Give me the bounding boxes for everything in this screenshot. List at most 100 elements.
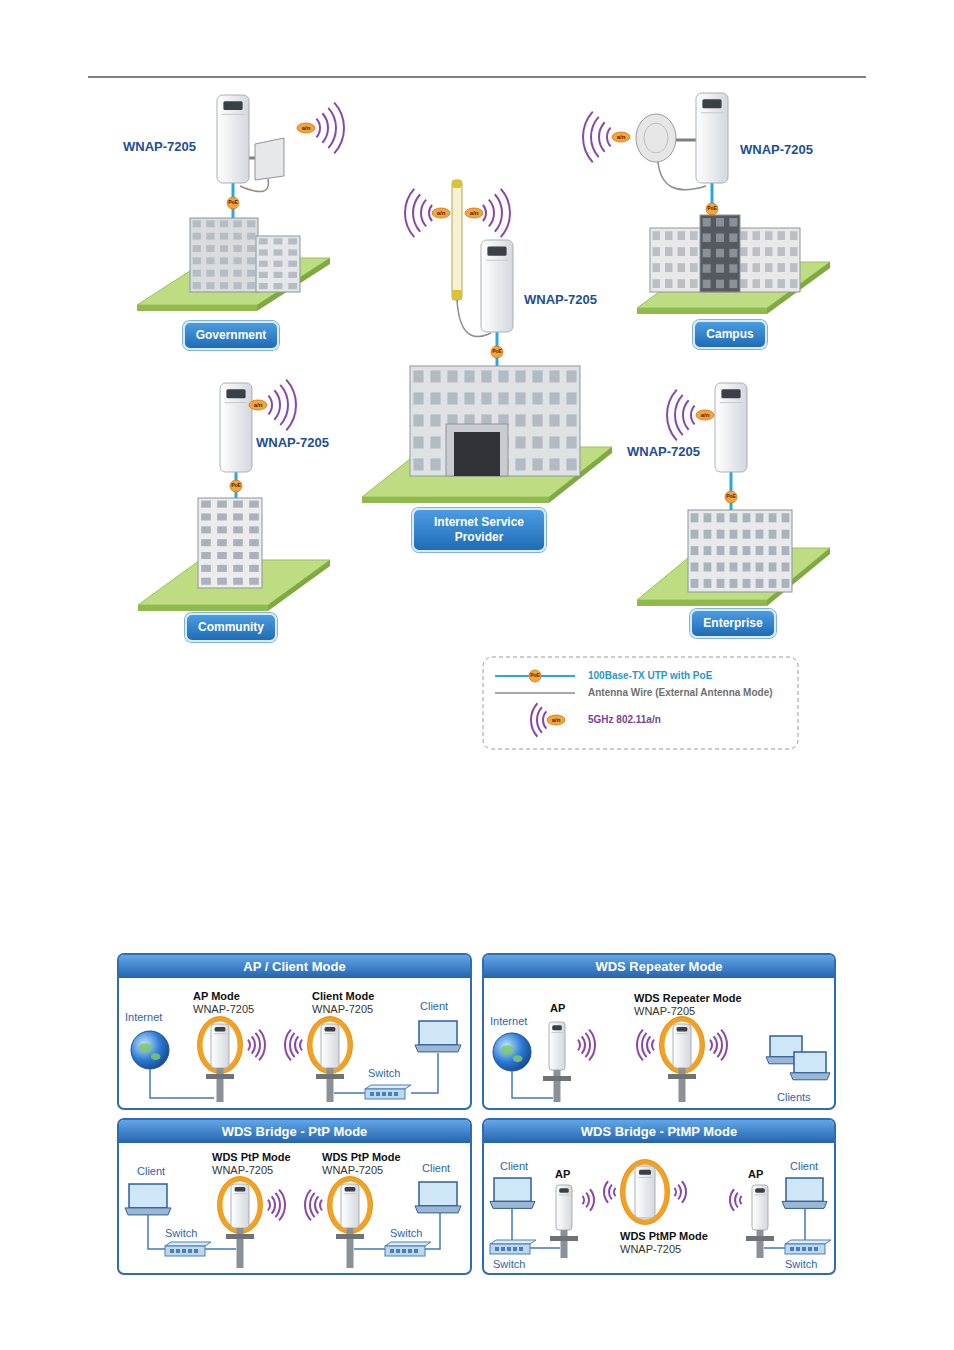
building-window: [753, 231, 761, 240]
building-window: [691, 562, 699, 571]
signal-wave: [421, 200, 426, 227]
building-window: [430, 370, 440, 382]
building-window: [233, 539, 243, 546]
building-window: [464, 370, 474, 382]
band-tag: a/n: [701, 412, 710, 419]
building-window: [193, 282, 201, 289]
laptop-base: [415, 1045, 461, 1052]
device-label: Clients: [777, 1091, 811, 1104]
building: [256, 236, 300, 292]
building-window: [193, 233, 201, 240]
building-window: [274, 272, 283, 278]
building-window: [498, 370, 508, 382]
building-window: [413, 370, 423, 382]
device-led-panel: [755, 1188, 765, 1193]
switch-front: [385, 1246, 425, 1256]
device-label: AP: [550, 1002, 565, 1015]
building-window: [765, 263, 773, 272]
switch-front: [165, 1246, 205, 1256]
building-window: [532, 436, 542, 448]
building-window: [704, 579, 712, 588]
switch-port: [182, 1249, 186, 1253]
page-rule: [88, 77, 866, 78]
building-window: [691, 513, 699, 522]
signal-wave: [272, 1196, 275, 1213]
panel-antenna: [255, 138, 284, 180]
signal-wave: [316, 119, 320, 138]
building-window: [743, 546, 751, 555]
switch-port: [402, 1249, 406, 1253]
building-window: [206, 282, 214, 289]
ground-edge: [637, 308, 767, 314]
switch-port: [802, 1247, 806, 1251]
building-window: [740, 231, 748, 240]
building-window: [430, 392, 440, 404]
building-window: [217, 578, 227, 585]
access-point-device: [715, 383, 747, 472]
building-window: [782, 579, 790, 588]
device-body: [231, 1184, 249, 1228]
device-led-panel: [559, 1188, 569, 1193]
building-window: [515, 458, 525, 470]
switch-port: [414, 1249, 418, 1253]
device-seam: [638, 1177, 652, 1178]
mount-bracket: [316, 1074, 344, 1079]
access-point-device: [220, 383, 252, 472]
switch-port: [519, 1247, 523, 1251]
building-window: [234, 270, 242, 277]
device-led-panel: [552, 1025, 562, 1030]
building-window: [288, 261, 297, 267]
building-window: [729, 233, 737, 241]
building-window: [549, 392, 559, 404]
building: [190, 218, 258, 292]
device-led-panel: [226, 389, 245, 398]
building-window: [704, 562, 712, 571]
switch-port: [388, 1092, 392, 1096]
switch-top: [165, 1242, 211, 1246]
switch-port: [390, 1249, 394, 1253]
signal-wave: [248, 1040, 250, 1051]
laptop-screen: [794, 1052, 826, 1073]
building-window: [678, 279, 686, 288]
signal-wave: [531, 703, 537, 736]
band-tag: a/n: [617, 134, 626, 141]
building-window: [717, 579, 725, 588]
building-window: [704, 513, 712, 522]
building-window: [430, 436, 440, 448]
building-window: [532, 414, 542, 426]
building-window: [716, 218, 724, 226]
device-label: Switch: [390, 1227, 422, 1240]
building-window: [769, 513, 777, 522]
model-label: WNAP-7205: [740, 143, 813, 158]
building-window: [259, 238, 268, 244]
building-window: [249, 578, 259, 585]
access-point-device: [673, 1024, 691, 1068]
device-led-panel: [325, 1027, 336, 1031]
device-label: WNAP-7205: [193, 1003, 254, 1016]
building-window: [704, 546, 712, 555]
building-window: [201, 552, 211, 559]
band-capsule: [547, 715, 565, 725]
signal-wave: [591, 117, 599, 157]
building-window: [790, 247, 798, 256]
building-window: [703, 233, 711, 241]
building-window: [234, 245, 242, 252]
building-window: [274, 261, 283, 267]
building-window: [678, 263, 686, 272]
band-tag: a/n: [470, 210, 479, 217]
building-window: [206, 220, 214, 227]
building-window: [430, 458, 440, 470]
device-label: Internet: [490, 1015, 527, 1028]
signal-wave: [320, 1200, 322, 1211]
building: [198, 498, 262, 588]
signal-wave: [280, 385, 288, 425]
device-label: WNAP-7205: [634, 1005, 695, 1018]
globe-land: [501, 1045, 514, 1055]
building-window: [790, 263, 798, 272]
building-window: [515, 392, 525, 404]
building-window: [481, 392, 491, 404]
signal-wave: [582, 1036, 585, 1053]
device-label: Switch: [493, 1258, 525, 1271]
signal-wave: [675, 395, 683, 435]
building-window: [743, 530, 751, 539]
